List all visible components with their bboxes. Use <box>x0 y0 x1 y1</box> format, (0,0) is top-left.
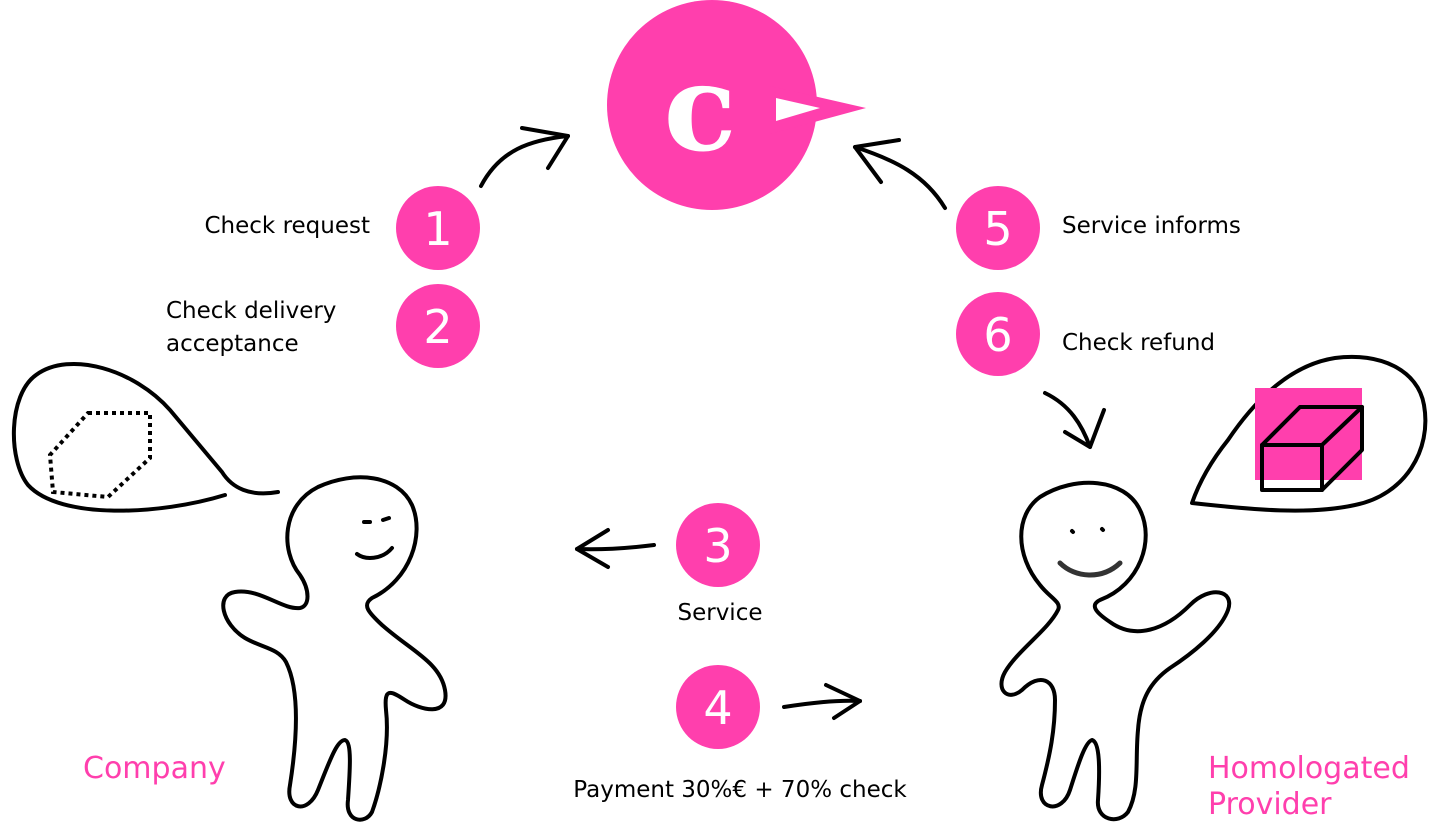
provider-eye-left-icon <box>1070 529 1075 534</box>
step-1-number: 1 <box>423 202 452 256</box>
step-1-badge <box>396 186 480 270</box>
step-2: 2 Check delivery acceptance <box>166 284 480 368</box>
step-5: 5 Service informs <box>956 186 1241 270</box>
step-5-badge <box>956 186 1040 270</box>
provider-label-line-1: Homologated <box>1208 751 1410 786</box>
box-icon <box>1260 405 1364 492</box>
step-5-number: 5 <box>983 202 1012 256</box>
step-6: 6 Check refund <box>956 292 1215 376</box>
step-1-label: Check request <box>205 213 371 239</box>
arrow-to-logo-left <box>479 126 570 188</box>
step-3: 3 Service <box>676 503 763 626</box>
step-2-label-line-2: acceptance <box>166 331 299 357</box>
step-2-badge <box>396 284 480 368</box>
arrow-to-provider <box>1043 391 1106 449</box>
provider-label-line-2: Provider <box>1208 787 1332 822</box>
company-figure <box>221 475 448 822</box>
logo-circle <box>607 0 817 210</box>
company-label: Company <box>83 751 226 786</box>
step-4: 4 Payment 30%€ + 70% check <box>573 665 907 803</box>
step-3-badge <box>676 503 760 587</box>
company-smile-icon <box>355 546 394 560</box>
step-6-number: 6 <box>983 308 1012 362</box>
dotted-hexagon-icon <box>47 411 152 500</box>
megaphone-logo-icon <box>770 86 866 134</box>
step-1: 1 Check request <box>205 186 480 270</box>
arrow-to-company <box>575 528 656 569</box>
provider-smile-icon <box>1057 560 1123 578</box>
step-6-badge <box>956 292 1040 376</box>
logo: c <box>607 0 866 210</box>
step-4-badge <box>676 665 760 749</box>
company-eye-right-icon <box>381 516 391 522</box>
step-2-number: 2 <box>423 300 452 354</box>
arrow-to-provider-payment <box>782 683 862 720</box>
step-4-label: Payment 30%€ + 70% check <box>573 777 907 803</box>
step-6-label: Check refund <box>1062 330 1215 356</box>
provider-figure <box>999 480 1232 822</box>
logo-letter: c <box>663 38 736 179</box>
arrow-to-logo-right <box>853 138 947 210</box>
company-thought-bubble <box>11 361 280 513</box>
step-4-number: 4 <box>703 681 732 735</box>
step-3-label: Service <box>677 600 762 626</box>
step-2-label-line-1: Check delivery <box>166 298 336 324</box>
provider-thought-bubble <box>1190 354 1428 513</box>
megaphone-inner-icon <box>776 98 820 121</box>
provider-eye-right-icon <box>1100 527 1105 532</box>
step-3-number: 3 <box>703 519 732 573</box>
step-5-label: Service informs <box>1062 213 1241 239</box>
